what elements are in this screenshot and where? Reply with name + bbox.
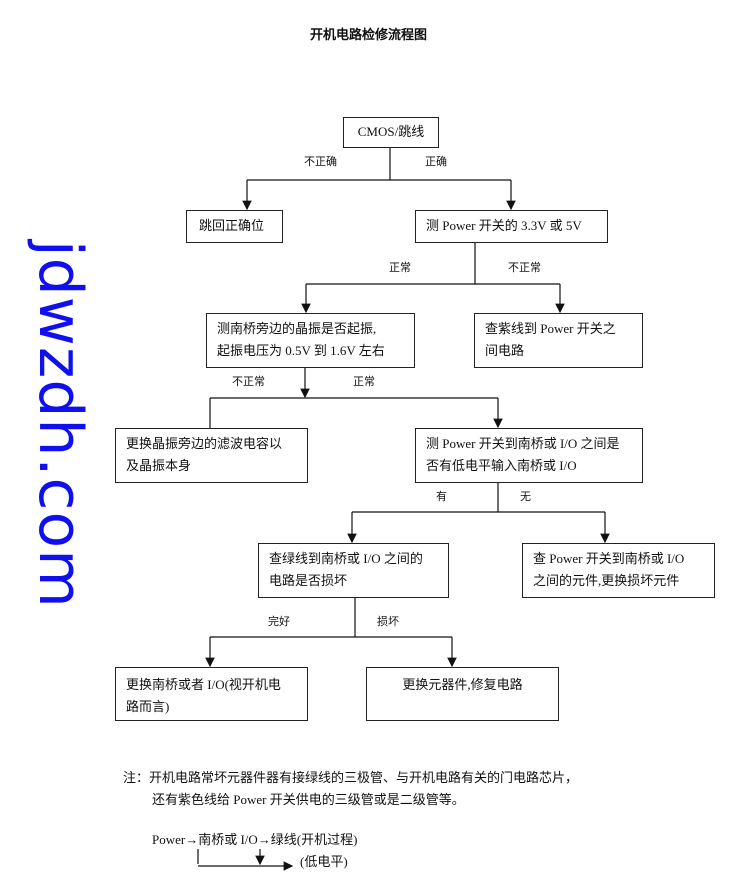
node-text: 查 Power 开关到南桥或 I/O	[533, 551, 685, 566]
node-text: 测南桥旁边的晶振是否起振,	[217, 321, 377, 336]
page-title: 开机电路检修流程图	[309, 27, 427, 42]
edge-label-no: 无	[520, 491, 531, 503]
node-text: 间电路	[485, 343, 525, 358]
note-line-2: 还有紫色线给 Power 开关供电的三级管或是二级管等。	[152, 792, 465, 807]
node-text: 查绿线到南桥或 I/O 之间的	[269, 551, 423, 566]
node-text: 更换晶振旁边的滤波电容以	[126, 436, 283, 451]
edge-label-abnormal: 不正常	[508, 262, 541, 274]
node-check-purple-line: 查紫线到 Power 开关之 间电路	[474, 313, 643, 368]
node-text: 查紫线到 Power 开关之	[485, 321, 616, 336]
node-repair-circuit: 更换元器件,修复电路	[366, 667, 559, 721]
node-text: CMOS/跳线	[357, 124, 425, 139]
power-sequence: Power→南桥或 I/O→绿线(开机过程)	[152, 832, 358, 847]
node-text: 路而言)	[126, 699, 170, 714]
edge-label-good: 完好	[268, 616, 290, 628]
low-level-label: (低电平)	[300, 854, 348, 869]
edge-label-broken: 损坏	[377, 616, 399, 628]
node-replace-southbridge: 更换南桥或者 I/O(视开机电 路而言)	[115, 667, 308, 721]
node-text: 更换南桥或者 I/O(视开机电	[126, 677, 281, 692]
node-text: 电路是否损坏	[269, 573, 348, 588]
node-text: 跳回正确位	[199, 218, 265, 233]
node-jump-back: 跳回正确位	[186, 210, 283, 243]
watermark: jdwzdh.com	[25, 240, 95, 609]
note-line-1: 注：开机电路常坏元器件器有接绿线的三极管、与开机电路有关的门电路芯片，	[123, 770, 579, 785]
node-replace-crystal: 更换晶振旁边的滤波电容以 及晶振本身	[115, 428, 308, 483]
node-text: 起振电压为 0.5V 到 1.6V 左右	[217, 343, 385, 358]
node-text: 更换元器件,修复电路	[402, 677, 523, 692]
node-check-green-line: 查绿线到南桥或 I/O 之间的 电路是否损坏	[258, 543, 449, 598]
node-check-crystal: 测南桥旁边的晶振是否起振, 起振电压为 0.5V 到 1.6V 左右	[206, 313, 415, 368]
edge-label-normal: 正常	[389, 262, 411, 274]
edge-label-correct: 正确	[425, 156, 447, 168]
node-text: 否有低电平输入南桥或 I/O	[426, 458, 577, 473]
edge-label-yes: 有	[436, 491, 447, 503]
node-text: 测 Power 开关到南桥或 I/O 之间是	[426, 436, 620, 451]
edge-label-abnormal: 不正常	[232, 376, 265, 388]
node-text: 及晶振本身	[126, 458, 192, 473]
edge-label-normal: 正常	[353, 376, 375, 388]
node-text: 测 Power 开关的 3.3V 或 5V	[426, 218, 582, 233]
node-text: 之间的元件,更换损坏元件	[533, 573, 680, 588]
node-cmos: CMOS/跳线	[343, 117, 439, 148]
node-measure-power: 测 Power 开关的 3.3V 或 5V	[415, 210, 608, 243]
node-check-low-level: 测 Power 开关到南桥或 I/O 之间是 否有低电平输入南桥或 I/O	[415, 428, 643, 483]
edge-label-incorrect: 不正确	[304, 156, 337, 168]
node-check-components: 查 Power 开关到南桥或 I/O 之间的元件,更换损坏元件	[522, 543, 715, 598]
